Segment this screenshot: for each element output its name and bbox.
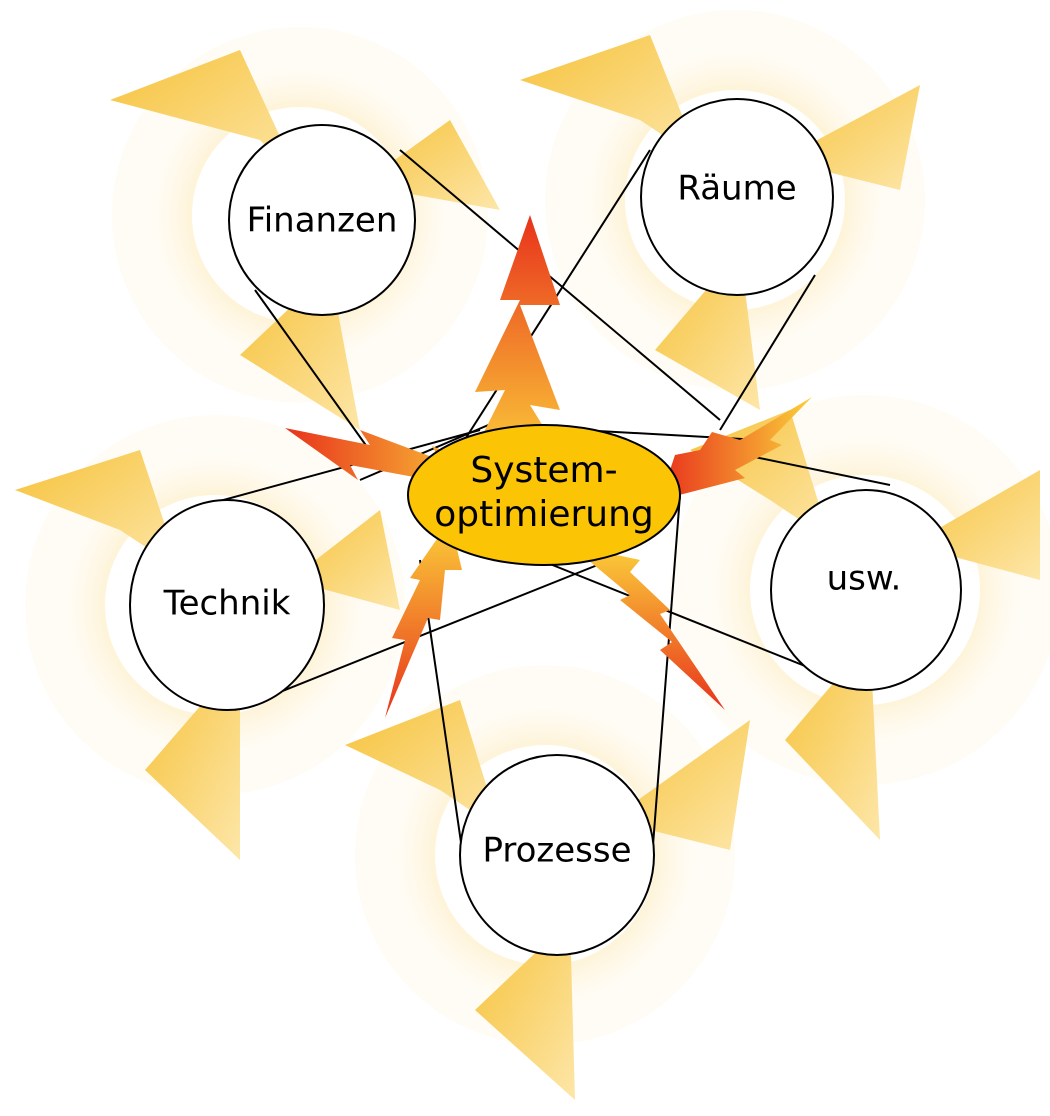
bolt-down-right-icon — [570, 545, 725, 710]
cycle-arrow — [345, 700, 500, 830]
node-usw: usw. — [770, 489, 962, 691]
lightning-bolts — [285, 215, 812, 718]
connector-line — [254, 289, 381, 466]
node-circle — [459, 754, 655, 956]
center-label-line2: optimierung — [434, 494, 654, 535]
node-label-raeume: Räume — [677, 169, 796, 209]
connector-line — [719, 274, 816, 431]
cycle-arrow — [15, 450, 180, 570]
node-label-usw: usw. — [827, 559, 902, 599]
node-label-finanzen: Finanzen — [247, 201, 398, 241]
bolt-up-icon — [470, 215, 570, 470]
node-prozesse: Prozesse — [459, 754, 655, 956]
center-label-line1: System- — [470, 450, 617, 491]
node-finanzen: Finanzen — [228, 124, 416, 316]
cycle-arrow — [520, 35, 700, 160]
node-technik: Technik — [129, 499, 325, 711]
connector-line — [651, 494, 681, 859]
connector-line — [399, 149, 721, 421]
center-node: System- optimierung — [407, 424, 681, 566]
node-raeume: Räume — [640, 98, 834, 296]
node-circle — [129, 499, 325, 711]
center-ellipse — [407, 424, 681, 566]
node-label-technik: Technik — [163, 584, 291, 624]
bolt-down-left-icon — [385, 520, 462, 718]
connector-line — [234, 559, 611, 711]
connector-line — [744, 454, 891, 486]
cycle-arrow — [475, 920, 575, 1100]
connector-line — [539, 559, 836, 679]
cycle-arrow — [110, 50, 300, 180]
node-label-prozesse: Prozesse — [482, 831, 631, 871]
node-circle — [228, 124, 416, 316]
node-circle — [640, 98, 834, 296]
node-circle — [770, 489, 962, 691]
bolt-right-icon — [660, 397, 812, 500]
